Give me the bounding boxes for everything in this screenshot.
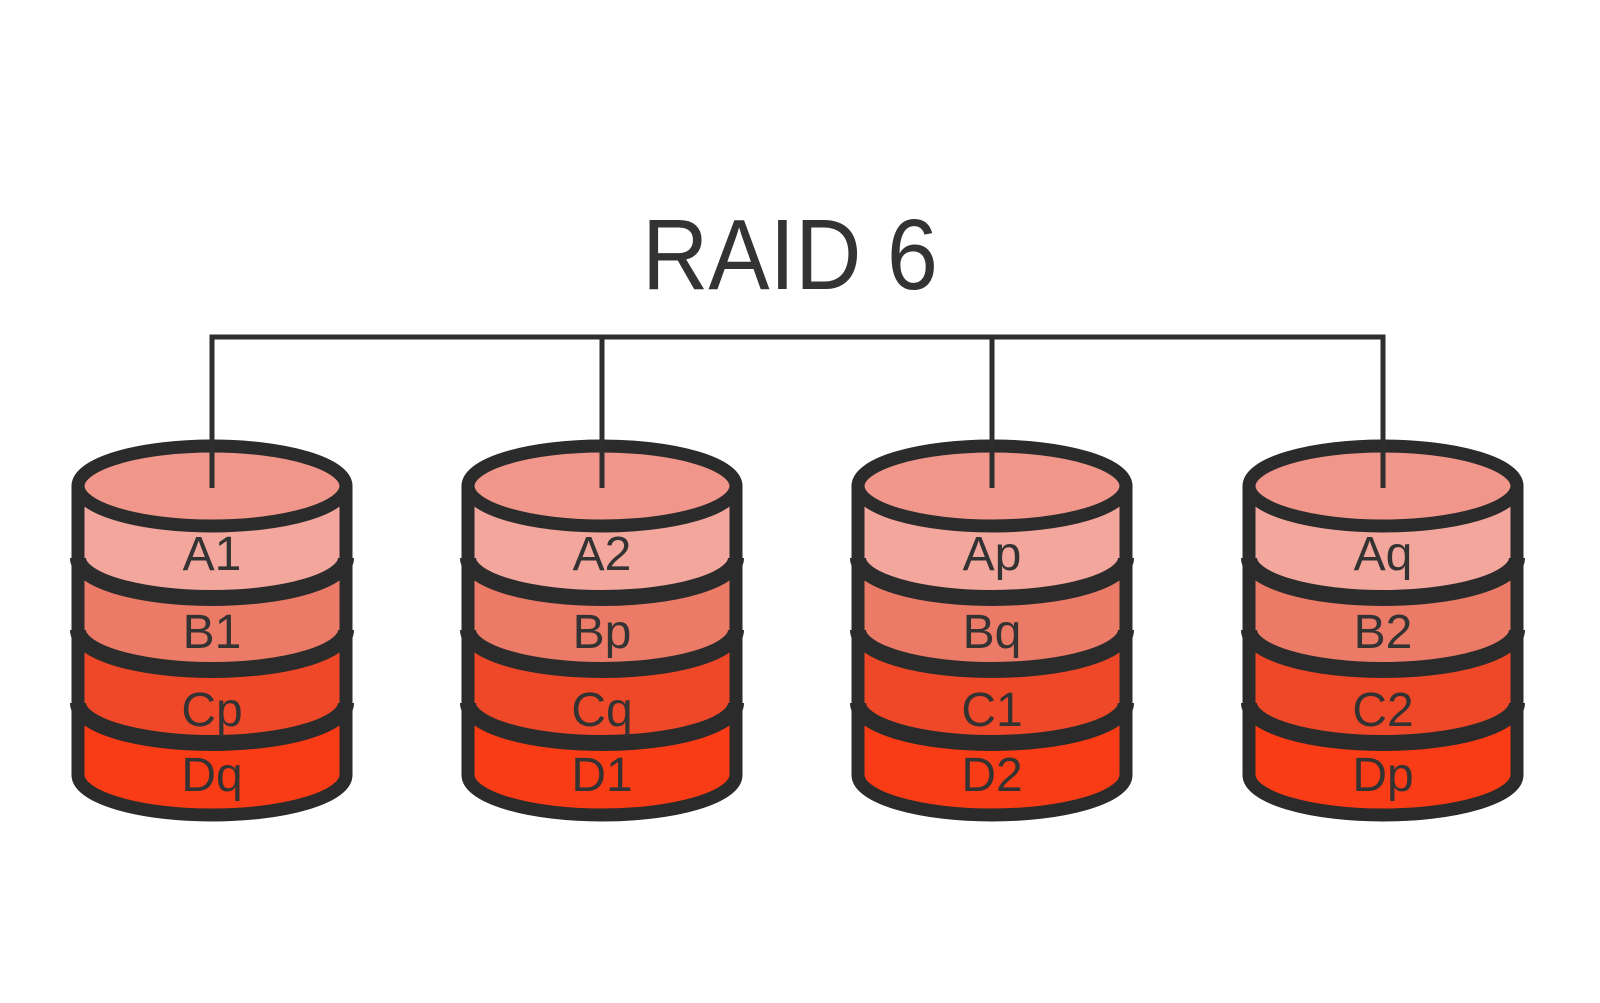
disk-1-segment-label-a: A1 <box>183 528 242 581</box>
disk-3: Ap Bq C1 D2 <box>858 446 1126 815</box>
disk-4-segment-label-d: Dp <box>1352 749 1413 802</box>
disk-2-segment-label-d: D1 <box>571 749 632 802</box>
disk-2-segment-label-b: Bp <box>573 606 632 659</box>
disk-1-segment-label-d: Dq <box>181 749 242 802</box>
disk-1-segment-label-b: B1 <box>183 606 242 659</box>
disk-2: A2 Bp Cq D1 <box>468 446 736 815</box>
disk-4-segment-label-c: C2 <box>1352 684 1413 737</box>
disk-4: Aq B2 C2 Dp <box>1249 446 1517 815</box>
connector-tree-lines <box>209 334 1386 488</box>
disk-4-segment-label-b: B2 <box>1354 606 1413 659</box>
disk-3-segment-label-b: Bq <box>963 606 1022 659</box>
diagram-title: RAID 6 <box>642 199 938 311</box>
disk-1: A1 B1 Cp Dq <box>78 446 346 815</box>
disk-3-segment-label-c: C1 <box>961 684 1022 737</box>
disk-3-segment-label-a: Ap <box>963 528 1022 581</box>
disk-3-segment-label-d: D2 <box>961 749 1022 802</box>
disk-4-segment-label-a: Aq <box>1354 528 1413 581</box>
disk-2-segment-label-a: A2 <box>573 528 632 581</box>
disk-2-segment-label-c: Cq <box>571 684 632 737</box>
disk-1-segment-label-c: Cp <box>181 684 242 737</box>
